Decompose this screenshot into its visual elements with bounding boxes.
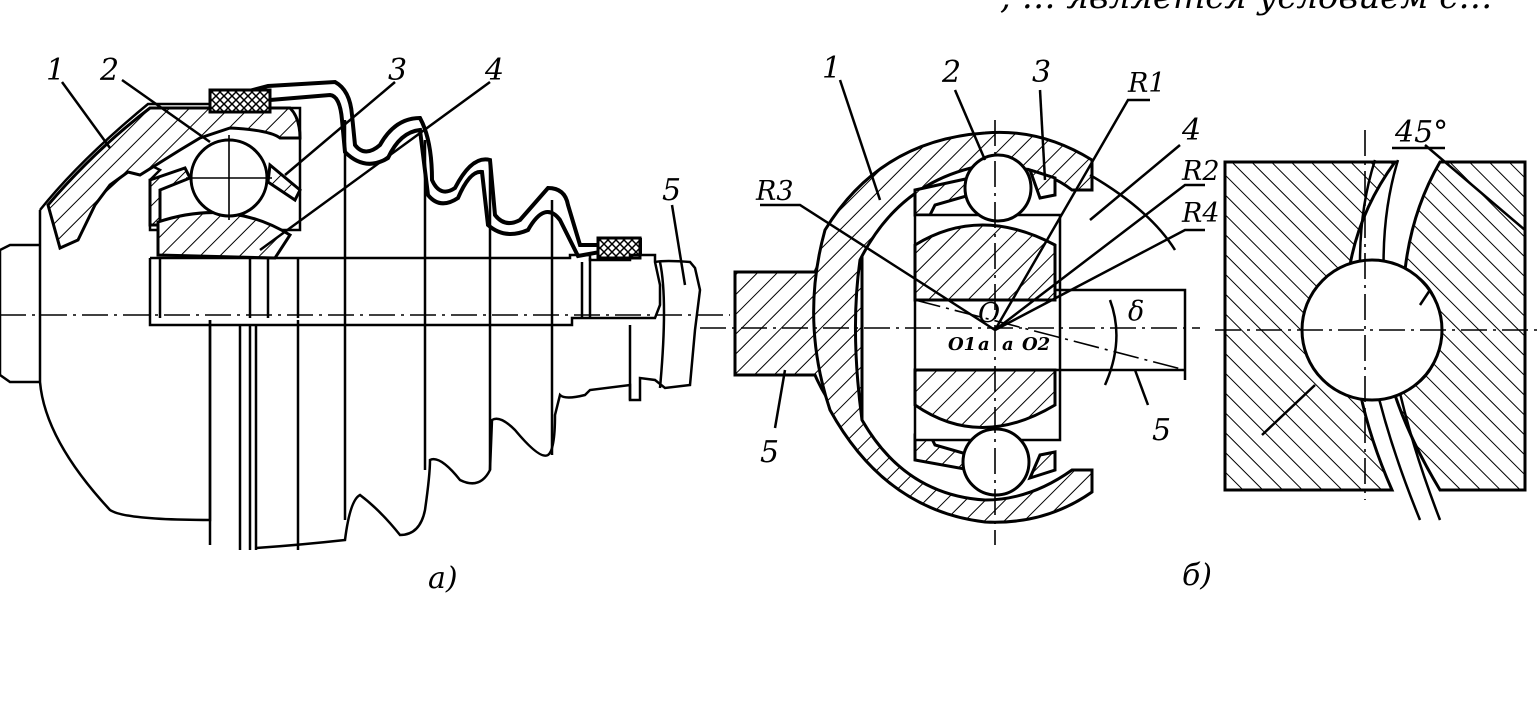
label-b-2: 2 bbox=[941, 55, 961, 90]
radius-R1 bbox=[993, 98, 1150, 331]
leader-2 bbox=[121, 78, 211, 144]
label-b-1: 1 bbox=[822, 51, 841, 86]
label-a-5: 5 bbox=[662, 173, 681, 208]
ball-top-b bbox=[963, 153, 1033, 223]
label-b-R4: R4 bbox=[1181, 198, 1220, 229]
leader-b-4 bbox=[1089, 144, 1181, 221]
label-b-R2: R2 bbox=[1181, 156, 1220, 187]
label-a-3: 3 bbox=[388, 53, 407, 88]
label-b-5-right: 5 bbox=[1152, 413, 1171, 448]
label-b-O1: O1 bbox=[948, 334, 976, 355]
radius-R2 bbox=[994, 183, 1205, 331]
leader-4 bbox=[259, 80, 491, 252]
label-b-3: 3 bbox=[1032, 55, 1051, 90]
protective-boot bbox=[213, 79, 642, 259]
detail-angle-label: 45° bbox=[1394, 115, 1448, 150]
label-b-4: 4 bbox=[1181, 113, 1201, 148]
shaft-grooves bbox=[158, 258, 592, 318]
radius-R3 bbox=[760, 203, 996, 332]
label-b-delta: δ bbox=[1128, 296, 1144, 327]
inner-race-bottom-b bbox=[913, 368, 1057, 429]
caption-a: a) bbox=[428, 561, 458, 596]
label-b-O2: O2 bbox=[1022, 334, 1050, 355]
housing-section-hatch bbox=[46, 106, 302, 251]
view-a-joint: 1 2 3 4 5 a) bbox=[0, 53, 730, 596]
leader-b-2 bbox=[953, 89, 987, 161]
cage-section-right bbox=[266, 162, 302, 203]
inner-race-top-b bbox=[913, 223, 1057, 302]
label-a-4: 4 bbox=[484, 53, 504, 88]
hub-stub bbox=[0, 243, 40, 384]
leader-b-3 bbox=[1038, 89, 1047, 181]
outer-housing bbox=[38, 102, 302, 522]
caption-b: б) bbox=[1182, 558, 1212, 593]
label-a-1: 1 bbox=[46, 53, 65, 88]
radius-R4 bbox=[994, 228, 1205, 332]
leader-b-5 bbox=[1133, 369, 1150, 406]
cage-section bbox=[148, 166, 193, 227]
dimension-box bbox=[1055, 288, 1187, 380]
shaft bbox=[148, 253, 662, 327]
boot-clamp-left bbox=[208, 88, 272, 114]
label-b-R1: R1 bbox=[1127, 68, 1166, 99]
boot-fold-lines bbox=[296, 120, 554, 550]
ball-bottom-b bbox=[961, 427, 1031, 497]
lower-lines bbox=[208, 320, 258, 550]
label-b-O: O bbox=[978, 298, 1000, 329]
delta-arc bbox=[1103, 299, 1118, 386]
label-b-a-right: a bbox=[1002, 334, 1014, 355]
label-b-5-left: 5 bbox=[760, 435, 779, 470]
label-b-a-left: a bbox=[978, 334, 990, 355]
label-b-R3: R3 bbox=[755, 176, 794, 207]
detail-contact: 45° bbox=[1215, 115, 1540, 521]
header-text-fragment: , … является условием с… bbox=[1000, 0, 1492, 17]
leader-1 bbox=[60, 81, 112, 149]
lower-boot-outline bbox=[255, 383, 632, 550]
axis-b-tilted bbox=[914, 299, 1186, 371]
leader-b-5-left bbox=[773, 369, 787, 429]
leader-5 bbox=[670, 204, 687, 286]
shaft-end-groove bbox=[658, 261, 666, 389]
boot-clamp-right bbox=[596, 236, 642, 260]
label-a-2: 2 bbox=[99, 53, 119, 88]
view-b-section: 1 2 3 4 R1 R2 R3 R4 O O1 a a O2 δ 5 5 б) bbox=[700, 51, 1220, 593]
outer-race-ring bbox=[812, 130, 1094, 524]
arc-R2 bbox=[1089, 173, 1177, 251]
inner-race-section bbox=[156, 211, 293, 260]
shaft-end bbox=[628, 259, 702, 402]
leader-b-1 bbox=[838, 79, 882, 201]
detail-force-line bbox=[1261, 144, 1526, 436]
leader-3 bbox=[284, 81, 396, 176]
